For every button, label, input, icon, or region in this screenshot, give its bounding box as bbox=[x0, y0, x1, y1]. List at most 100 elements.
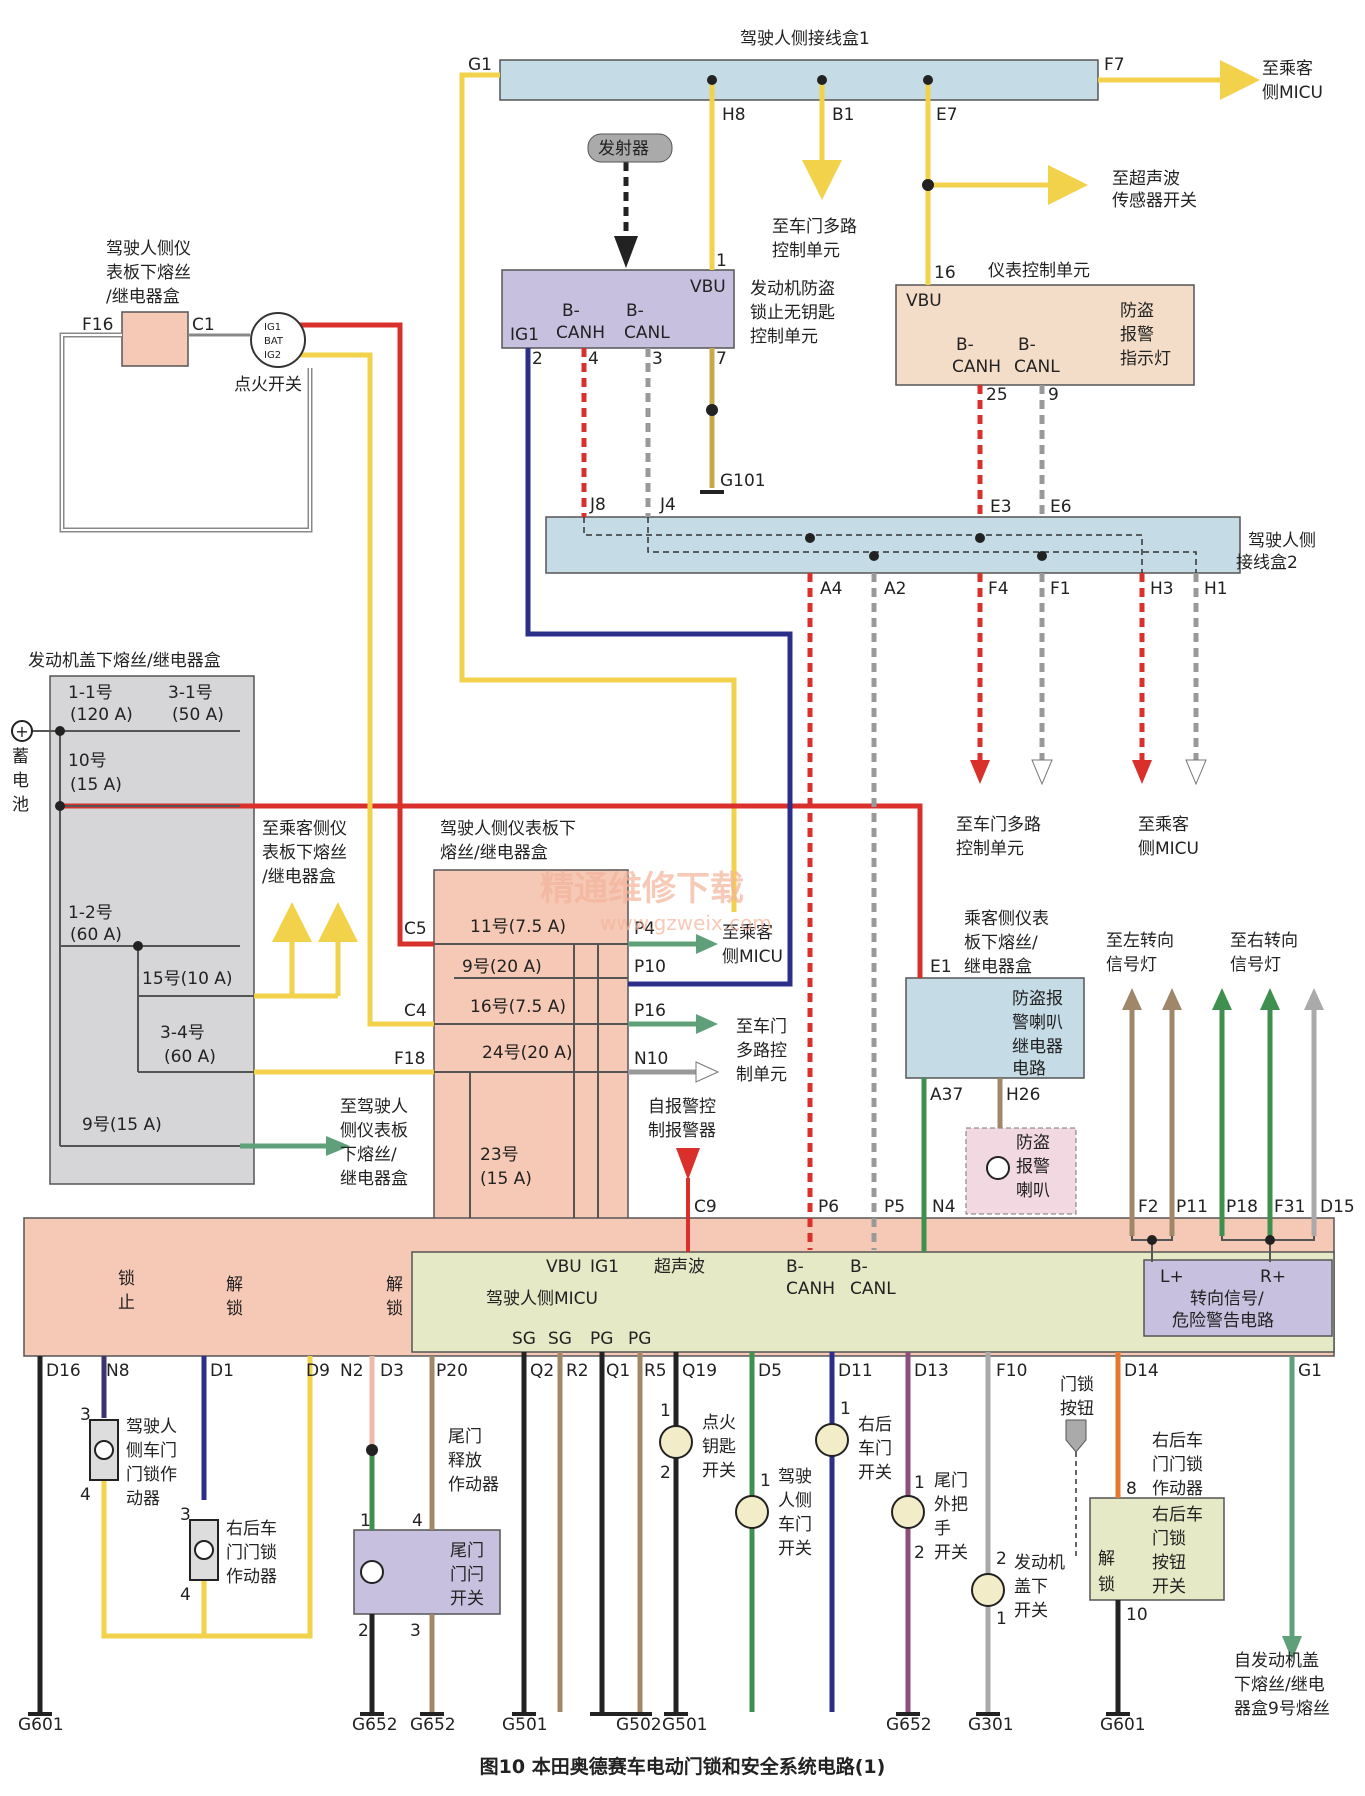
pass-fuse-relay-box bbox=[905, 977, 1085, 1079]
from-fuse9-2: 下熔丝/继电 bbox=[1234, 1675, 1325, 1695]
rr-button-p10: 10 bbox=[1126, 1605, 1148, 1625]
drv-actuator-p4: 4 bbox=[80, 1485, 91, 1505]
ground-label-g501a: G501 bbox=[502, 1715, 548, 1735]
immobilizer-p7: 7 bbox=[716, 349, 727, 369]
turn-hazard-box bbox=[1143, 1259, 1333, 1337]
jb2-pin-h3: H3 bbox=[1150, 579, 1174, 599]
arrow-transmitter bbox=[614, 236, 638, 268]
rr-door-p1: 1 bbox=[840, 1399, 851, 1419]
micu-pin-p18: P18 bbox=[1226, 1197, 1258, 1217]
battery-plus: + bbox=[15, 722, 28, 741]
micu-pin-f2: F2 bbox=[1138, 1197, 1159, 1217]
bottom-d13: D13 bbox=[914, 1361, 949, 1381]
underhood-fuse-box bbox=[49, 675, 255, 1185]
fuse-3-4: 3-4号 bbox=[160, 1023, 205, 1043]
fuse-3-4-amp: (60 A) bbox=[164, 1047, 216, 1067]
dash-fuse-23: 23号 bbox=[480, 1145, 519, 1165]
junction-b1 bbox=[817, 75, 827, 85]
rr-actuator-1: 右后车 bbox=[226, 1519, 277, 1539]
arrow-white-1 bbox=[1031, 759, 1053, 786]
bottom-d3: D3 bbox=[380, 1361, 404, 1381]
dash-fuse-p4: P4 bbox=[634, 919, 655, 939]
jb2-internal-2 bbox=[647, 517, 1197, 573]
immobilizer-canl2: CANL bbox=[624, 323, 670, 343]
dash-fuse-16: 16号(7.5 A) bbox=[470, 997, 566, 1017]
arrow-green-9 bbox=[326, 1136, 350, 1156]
drv-actuator-p3: 3 bbox=[80, 1405, 91, 1425]
horn-box bbox=[965, 1127, 1077, 1215]
arrow-g1-green bbox=[1282, 1636, 1302, 1660]
wire-actuator-yellow bbox=[101, 1480, 204, 1639]
dash-fuse-c5: C5 bbox=[404, 919, 427, 939]
pass-relay-2: 警喇叭 bbox=[1012, 1013, 1063, 1033]
rr-button-top-2: 门门锁 bbox=[1152, 1455, 1203, 1475]
tail-release-p4: 4 bbox=[412, 1511, 423, 1531]
micu-ultra: 超声波 bbox=[654, 1257, 705, 1277]
junction-g101 bbox=[706, 404, 718, 416]
horn-label-3: 喇叭 bbox=[1016, 1181, 1050, 1201]
dash-fuse-n10: N10 bbox=[634, 1049, 668, 1069]
jb2-pin-h1: H1 bbox=[1204, 579, 1228, 599]
to-passenger-micu-mid-2: 侧MICU bbox=[722, 947, 783, 967]
hood-p1: 1 bbox=[996, 1609, 1007, 1629]
rr-door-switch-symbol bbox=[815, 1423, 849, 1457]
meter-lamp-1: 防盗 bbox=[1120, 301, 1154, 321]
tail-latch-2: 门闩 bbox=[450, 1565, 484, 1585]
micu-pg-2: PG bbox=[628, 1329, 651, 1349]
bottom-f10: F10 bbox=[996, 1361, 1027, 1381]
horn-label-2: 报警 bbox=[1016, 1157, 1050, 1177]
micu-sg-1: SG bbox=[512, 1329, 536, 1349]
bottom-q1: Q1 bbox=[606, 1361, 630, 1381]
hood-1: 发动机 bbox=[1014, 1553, 1065, 1573]
transmitter-label: 发射器 bbox=[598, 139, 649, 159]
bottom-p20: P20 bbox=[436, 1361, 468, 1381]
to-pass-dash-fuse-1: 至乘客侧仪 bbox=[262, 819, 347, 839]
fuse-10-amp: (15 A) bbox=[70, 775, 122, 795]
immobilizer-canh1: B- bbox=[562, 301, 580, 321]
rr-button-p8: 8 bbox=[1126, 1479, 1137, 1499]
micu-canl-2: CANL bbox=[850, 1279, 896, 1299]
junction-box-1 bbox=[499, 59, 1099, 101]
rr-actuator-2: 门门锁 bbox=[226, 1543, 277, 1563]
micu-vbu: VBU bbox=[546, 1257, 582, 1277]
small-fuse-box bbox=[121, 311, 189, 367]
bottom-q19: Q19 bbox=[682, 1361, 717, 1381]
micu-sg-2: SG bbox=[548, 1329, 572, 1349]
bottom-d9: D9 bbox=[306, 1361, 330, 1381]
micu-unlock-4: 锁 bbox=[386, 1299, 403, 1319]
bottom-q2: Q2 bbox=[530, 1361, 554, 1381]
meter-canl2: CANL bbox=[1014, 357, 1060, 377]
drv-actuator-3: 门锁作 bbox=[126, 1465, 177, 1485]
jb2-title-1: 驾驶人侧 bbox=[1248, 531, 1316, 551]
micu-turn-r: R+ bbox=[1260, 1267, 1286, 1287]
tail-release-p1: 1 bbox=[360, 1511, 371, 1531]
driver-dash-fuse-box bbox=[433, 869, 629, 1223]
rr-button-1: 右后车 bbox=[1152, 1505, 1203, 1525]
drv-door-switch-symbol bbox=[735, 1495, 769, 1529]
fuse-15: 15号(10 A) bbox=[142, 969, 233, 989]
micu-turn-1: 转向信号/ bbox=[1190, 1289, 1264, 1309]
arrow-red-alarm bbox=[676, 1148, 700, 1180]
ground-label-g652a: G652 bbox=[352, 1715, 398, 1735]
pass-fuse-a37: A37 bbox=[930, 1085, 963, 1105]
wire-d9-yellow bbox=[201, 1356, 313, 1639]
wire-white-f16-inner bbox=[61, 334, 311, 531]
hood-p2: 2 bbox=[996, 1549, 1007, 1569]
micu-pin-p11: P11 bbox=[1176, 1197, 1208, 1217]
ign-key-2: 钥匙 bbox=[702, 1437, 736, 1457]
alarm-ctrl-2: 制报警器 bbox=[648, 1121, 716, 1141]
rr-button-top-1: 右后车 bbox=[1152, 1431, 1203, 1451]
wire-red-ig1 bbox=[295, 322, 434, 947]
watermark-line2: www.gzweix.com bbox=[600, 911, 772, 935]
tail-handle-3: 手 bbox=[934, 1519, 951, 1539]
jb1-pin-f7: F7 bbox=[1104, 55, 1125, 75]
hood-2: 盖下 bbox=[1014, 1577, 1048, 1597]
immobilizer-ig1: IG1 bbox=[510, 325, 539, 345]
meter-box bbox=[895, 284, 1195, 386]
fuse-1-1-amp: (120 A) bbox=[70, 705, 133, 725]
rr-door-3: 开关 bbox=[858, 1463, 892, 1483]
small-fuse-title-1: 驾驶人侧仪 bbox=[106, 239, 191, 259]
jb2-pin-a4: A4 bbox=[820, 579, 842, 599]
drv-actuator-1: 驾驶人 bbox=[126, 1417, 177, 1437]
jb1-title: 驾驶人侧接线盒1 bbox=[740, 29, 870, 49]
